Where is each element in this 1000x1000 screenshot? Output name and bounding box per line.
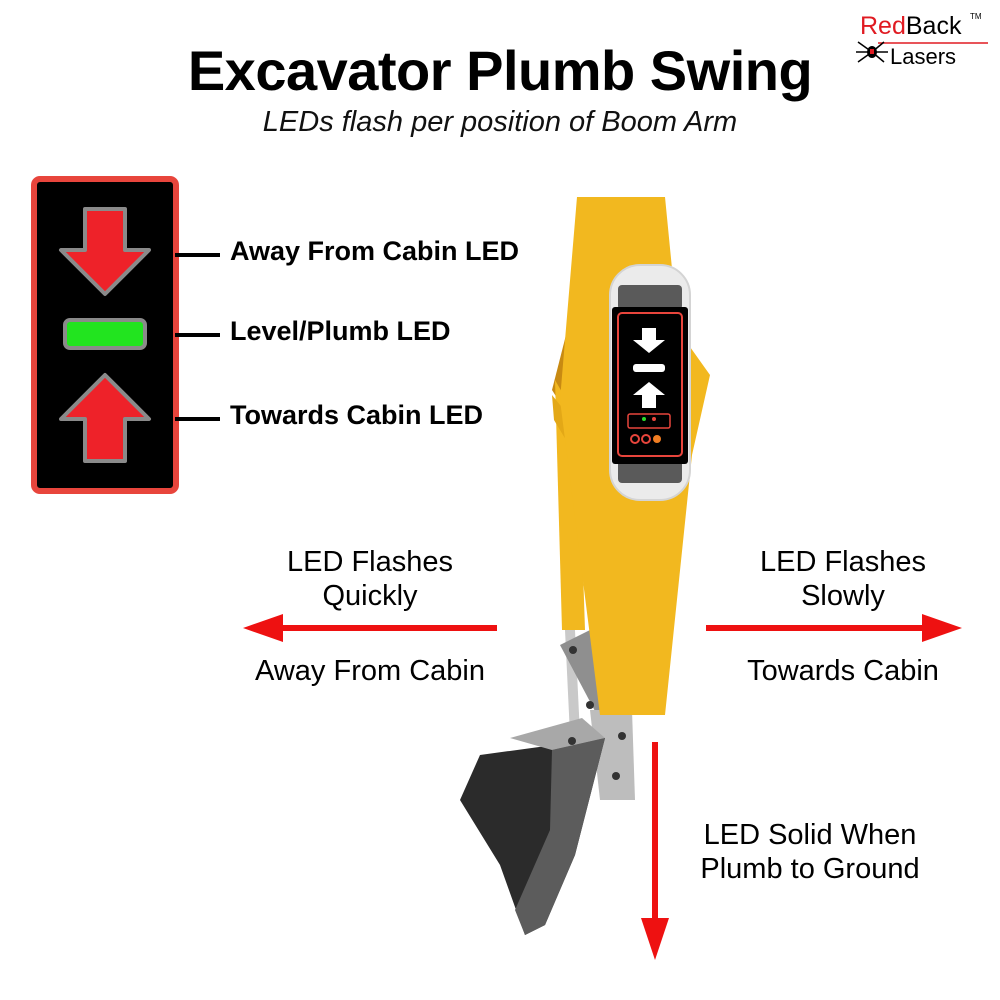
legend-towards-label: Towards Cabin LED bbox=[230, 400, 484, 430]
up-arrow-icon bbox=[59, 373, 151, 463]
legend-level-label: Level/Plumb LED bbox=[230, 316, 451, 346]
legend-connectors bbox=[175, 253, 220, 421]
down-arrow-icon bbox=[59, 207, 151, 296]
page-title: Excavator Plumb Swing bbox=[187, 39, 813, 102]
left-arrow-icon bbox=[243, 614, 497, 642]
bucket bbox=[460, 718, 620, 935]
left-flash-text: LED Flashes Quickly bbox=[255, 545, 485, 613]
right-flash-line2: Slowly bbox=[801, 580, 885, 612]
logo-trademark: TM bbox=[970, 12, 982, 21]
right-flash-line1: LED Flashes bbox=[759, 546, 926, 578]
page-subtitle: LEDs flash per position of Boom Arm bbox=[262, 106, 738, 138]
left-flash-line2: Quickly bbox=[322, 580, 418, 612]
level-led-icon bbox=[63, 318, 147, 350]
logo-text-back: Back bbox=[905, 12, 962, 40]
left-direction-label: Away From Cabin bbox=[255, 655, 485, 687]
plumb-line2: Plumb to Ground bbox=[700, 853, 920, 885]
right-direction-label: Towards Cabin bbox=[747, 655, 939, 687]
boom-led-device bbox=[609, 264, 691, 501]
left-flash-line1: LED Flashes bbox=[286, 546, 453, 578]
down-arrow-indicator-icon bbox=[641, 742, 669, 960]
logo-text-red: Red bbox=[860, 12, 906, 40]
right-flash-text: LED Flashes Slowly bbox=[728, 545, 958, 613]
plumb-text: LED Solid When Plumb to Ground bbox=[680, 818, 940, 886]
redback-lasers-logo: RedBack TM Lasers bbox=[850, 10, 990, 70]
legend-away-label: Away From Cabin LED bbox=[230, 236, 520, 266]
led-legend-panel bbox=[31, 176, 179, 494]
right-arrow-icon bbox=[706, 614, 962, 642]
logo-text-lasers: Lasers bbox=[890, 44, 957, 69]
excavator-illustration bbox=[460, 197, 710, 935]
plumb-line1: LED Solid When bbox=[703, 819, 917, 851]
spider-icon bbox=[856, 41, 988, 63]
